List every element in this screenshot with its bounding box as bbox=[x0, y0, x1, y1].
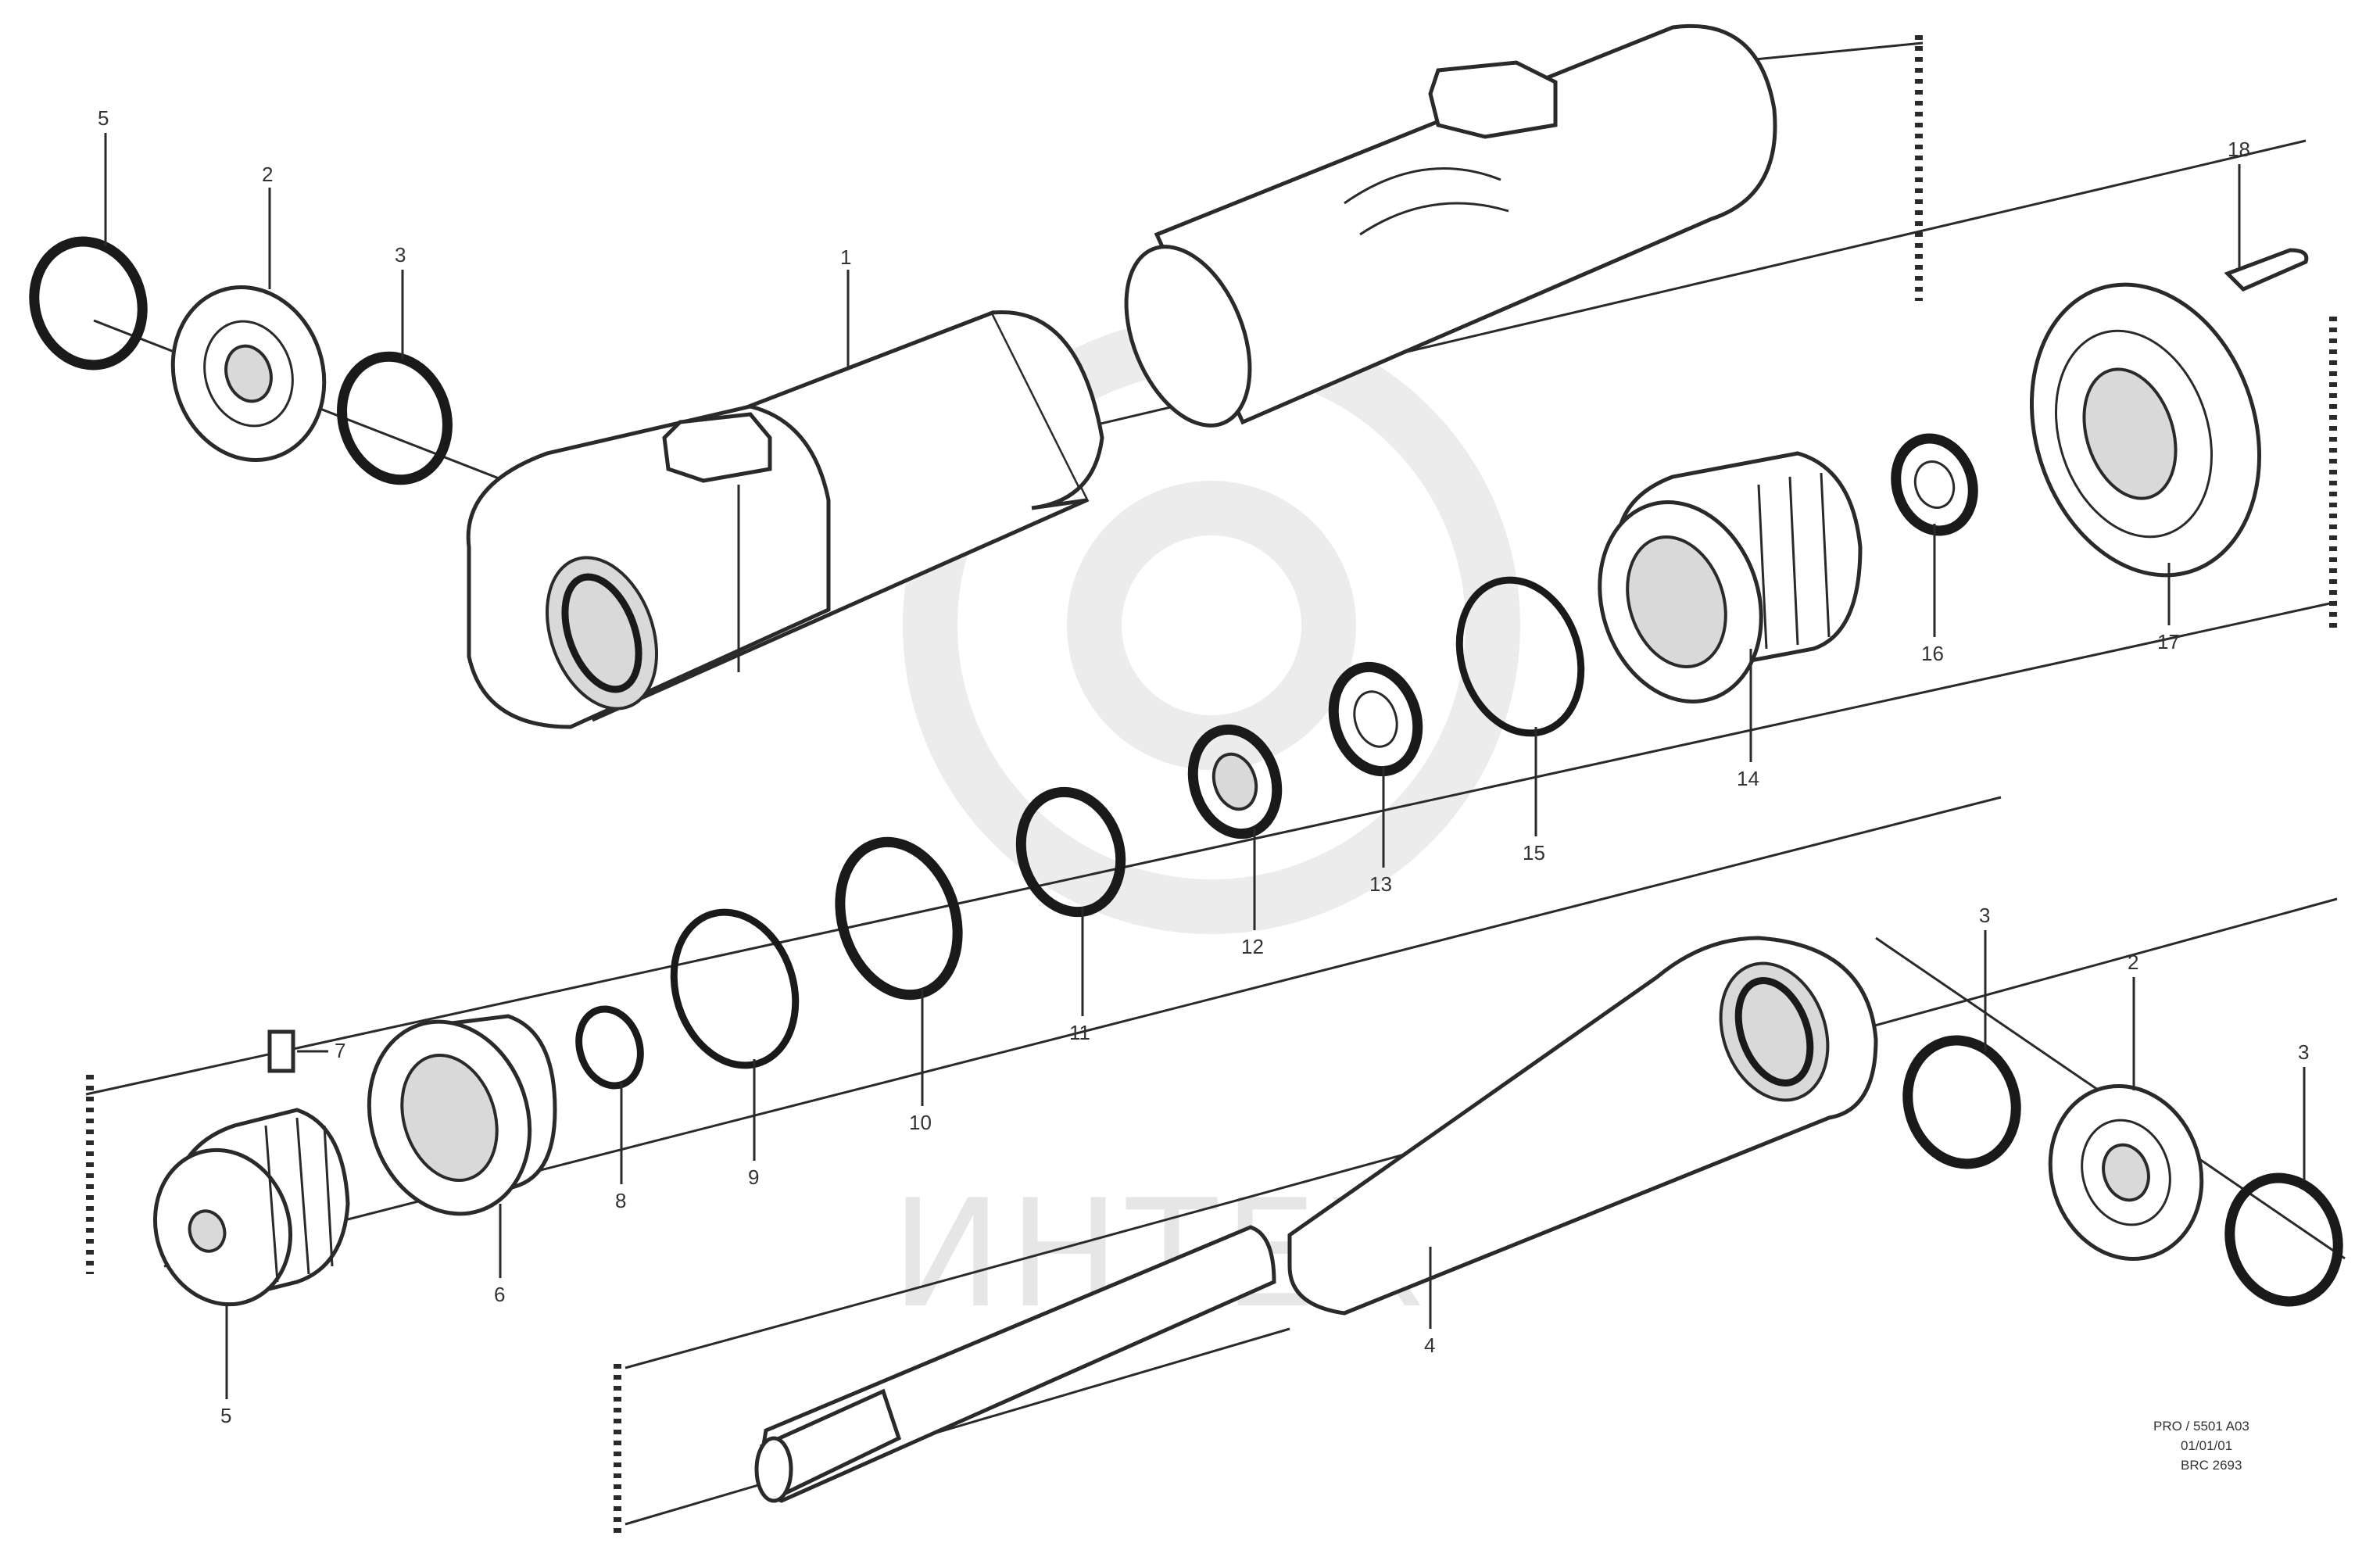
piston bbox=[367, 1014, 557, 1216]
label-bushing-left: 2 bbox=[262, 163, 273, 186]
end-cap-right bbox=[2029, 282, 2262, 578]
oring-9 bbox=[670, 908, 800, 1069]
oring-8 bbox=[575, 1005, 644, 1090]
label-ring-left-inner: 3 bbox=[395, 243, 406, 267]
reference-line-2: 01/01/01 bbox=[2181, 1438, 2232, 1453]
label-ring-10: 10 bbox=[909, 1111, 932, 1134]
nut bbox=[152, 1108, 350, 1307]
label-ring-right-inner: 3 bbox=[1979, 904, 1990, 927]
seal-12 bbox=[1187, 724, 1283, 839]
wiper-13 bbox=[1328, 661, 1423, 777]
break-lines bbox=[86, 35, 2337, 1536]
cylinder-tube bbox=[466, 23, 1777, 729]
bushing-right bbox=[2048, 1084, 2204, 1261]
label-piston-rod: 4 bbox=[1424, 1334, 1435, 1357]
cylinder-head bbox=[1598, 451, 1863, 703]
leader-lines bbox=[104, 133, 2306, 1399]
label-cylinder-tube: 1 bbox=[840, 245, 851, 269]
part-labels: 5 2 3 1 18 17 16 14 15 13 12 11 10 9 8 6… bbox=[98, 106, 2309, 1427]
label-cylinder-head: 14 bbox=[1737, 767, 1759, 790]
ring-left-outer bbox=[29, 236, 148, 371]
ring-right-outer bbox=[2224, 1172, 2343, 1307]
label-washer-16: 16 bbox=[1921, 642, 1944, 665]
label-ring-right-outer: 3 bbox=[2298, 1040, 2309, 1064]
bushing-left bbox=[170, 285, 327, 462]
label-nut: 5 bbox=[220, 1404, 231, 1427]
grease-nipple bbox=[267, 1029, 328, 1073]
label-end-cap-right: 17 bbox=[2157, 630, 2180, 653]
label-bushing-right: 2 bbox=[2128, 950, 2138, 974]
washer-16 bbox=[1891, 433, 1978, 536]
ring-11 bbox=[1015, 786, 1126, 918]
label-pin-top-right: 18 bbox=[2228, 138, 2250, 161]
pin-top-right bbox=[2224, 248, 2309, 292]
label-seal-12: 12 bbox=[1241, 935, 1264, 958]
label-oring-15: 15 bbox=[1523, 841, 1545, 865]
label-oring-9: 9 bbox=[748, 1165, 759, 1189]
ring-10 bbox=[835, 836, 963, 1001]
oring-15 bbox=[1455, 576, 1585, 737]
label-ring-11: 11 bbox=[1069, 1021, 1090, 1044]
label-wiper-13: 13 bbox=[1369, 872, 1392, 896]
piston-rod bbox=[754, 936, 1878, 1503]
label-grease-nipple: 7 bbox=[335, 1039, 345, 1062]
reference-line-1: PRO / 5501 A03 bbox=[2153, 1419, 2249, 1434]
reference-code: PRO / 5501 A03 01/01/01 BRC 2693 bbox=[2153, 1419, 2249, 1473]
label-oring-8: 8 bbox=[615, 1189, 626, 1212]
ring-right-inner bbox=[1902, 1035, 2021, 1169]
label-ring-left-outer: 5 bbox=[98, 106, 109, 130]
ring-left-inner bbox=[337, 351, 453, 485]
reference-line-3: BRC 2693 bbox=[2181, 1458, 2242, 1473]
label-piston: 6 bbox=[494, 1283, 505, 1306]
